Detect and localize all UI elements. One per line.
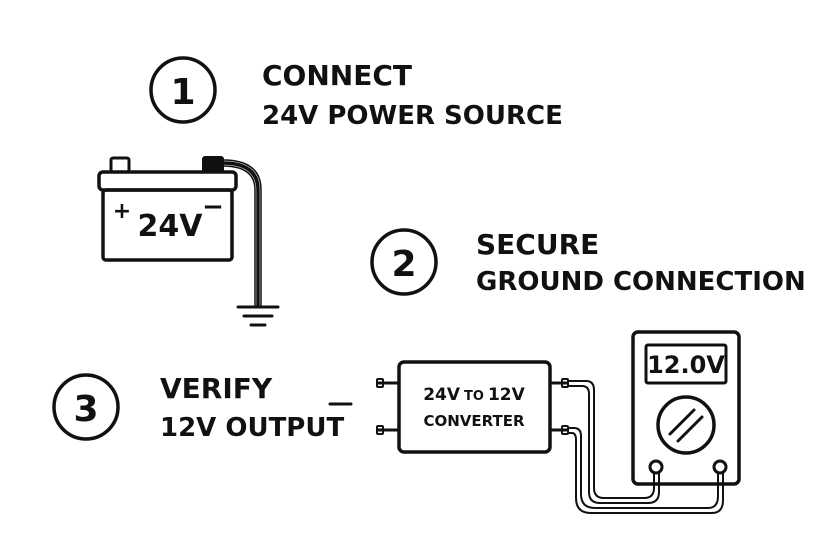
multimeter-icon: 12.0V [631, 330, 741, 486]
step-1: 1 CONNECT 24V POWER SOURCE [149, 56, 563, 131]
step-2-title: SECURE [476, 228, 599, 261]
converter-body [397, 360, 552, 454]
step-3-title: VERIFY [160, 372, 273, 405]
multimeter-jack-com [648, 459, 664, 475]
step-2-number: 2 [391, 244, 416, 285]
step-2-subtitle: GROUND CONNECTION [476, 267, 806, 297]
battery-icon: + − 24V [97, 156, 238, 262]
step-3-subtitle: 12V OUTPUT [160, 413, 344, 443]
battery-positive-sign: + [113, 199, 131, 224]
step-3-number-circle [52, 373, 120, 441]
battery-lid [97, 170, 238, 192]
step-3: 3 VERIFY 12V OUTPUT [52, 372, 353, 443]
step-1-number: 1 [170, 72, 195, 113]
step-2: 2 SECURE GROUND CONNECTION [370, 228, 806, 297]
multimeter-readout: 12.0V [647, 351, 725, 379]
multimeter-body [631, 330, 741, 486]
battery-negative-terminal [202, 156, 224, 173]
multimeter-jack-volt [712, 459, 728, 475]
step-2-number-circle [370, 228, 438, 296]
step-3-number: 3 [73, 389, 98, 430]
multimeter-display [644, 343, 728, 385]
battery-positive-terminal [109, 156, 131, 174]
probe-wires [567, 380, 724, 514]
battery-voltage-label: 24V [138, 209, 204, 244]
ground-symbol-icon [236, 305, 280, 327]
converter-label-line2: CONVERTER [423, 412, 525, 430]
battery-negative-sign: − [202, 192, 224, 222]
battery-body [101, 188, 234, 262]
multimeter-dial [656, 395, 716, 455]
step-1-title: CONNECT [262, 59, 412, 92]
step-1-subtitle: 24V POWER SOURCE [262, 101, 563, 131]
ground-wire [221, 159, 262, 307]
step-1-number-circle [149, 56, 217, 124]
